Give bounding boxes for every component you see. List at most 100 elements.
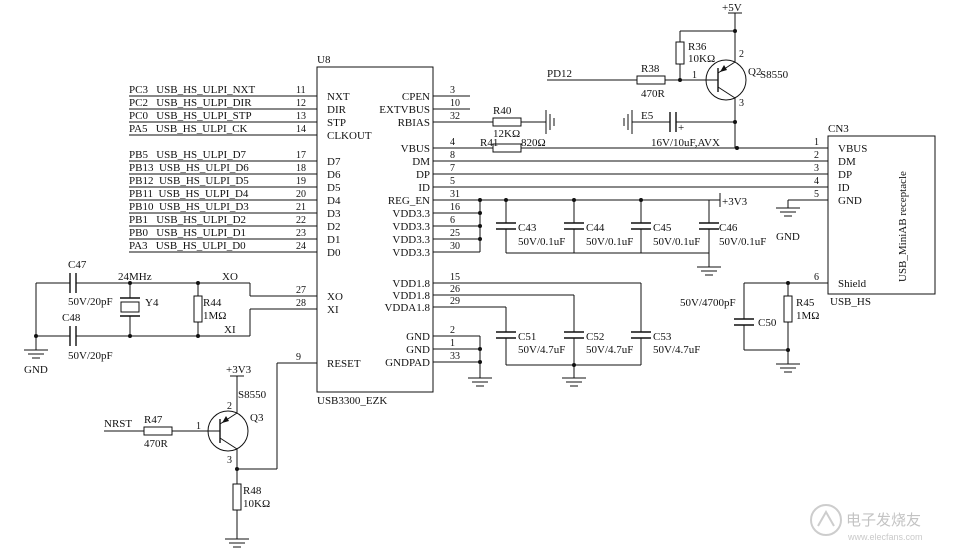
c48-value: 50V/20pF: [68, 350, 113, 362]
c44-capacitor: [564, 200, 584, 253]
r36-resistor: [675, 41, 685, 65]
pin-name: VDD3.3: [392, 234, 430, 246]
c51-ref: C51: [518, 331, 536, 343]
r44-ref: R44: [203, 297, 222, 309]
vdd33-decoupling: +3V3 50V/0.1uF 50V/0.1uF 50V/0.1uF 50V/0…: [433, 193, 766, 276]
pin-name: XO: [327, 291, 343, 303]
r45-ref: R45: [796, 297, 815, 309]
y4-freq: 24MHz: [118, 271, 152, 283]
c45-capacitor: [631, 200, 651, 253]
pin-number: 7: [450, 163, 455, 174]
r41-ref: R41: [480, 137, 498, 149]
pin-name: DP: [416, 169, 430, 181]
watermark-url: www.elecfans.com: [847, 532, 923, 542]
pin-name: DM: [412, 156, 430, 168]
pin-number: 16: [450, 202, 460, 213]
c53-value: 50V/4.7uF: [653, 344, 700, 356]
r40-value: 12KΩ: [493, 128, 520, 140]
gnd-label-crystal: GND: [24, 364, 48, 376]
rbias-network: R40 12KΩ: [433, 105, 555, 140]
pin-number: 28: [296, 298, 306, 309]
pin-number: 14: [296, 124, 306, 135]
pin-number: 8: [450, 150, 455, 161]
net-label: PB1 USB_HS_ULPI_D2: [129, 214, 246, 226]
usb-data-wires: R41 820Ω: [433, 137, 808, 188]
pin-name: VDD1.8: [392, 278, 430, 290]
pin-name: D6: [327, 169, 341, 181]
pin-name: D2: [327, 221, 340, 233]
u8-pin-30: VDD3.330: [392, 241, 460, 259]
pin-name: VDD1.8: [392, 290, 430, 302]
xi-label: XI: [224, 324, 236, 336]
pin-name: D5: [327, 182, 341, 194]
net-label: PB12 USB_HS_ULPI_D5: [129, 175, 249, 187]
u8-right-pins: CPEN3EXTVBUS10RBIAS32VBUS4DM8DP7ID5REG_E…: [379, 85, 470, 369]
cn3-ref: CN3: [828, 123, 849, 135]
pin-name: Shield: [838, 278, 867, 290]
c50-ref: C50: [758, 317, 777, 329]
pin-name: VDD3.3: [392, 208, 430, 220]
e5-plus: +: [678, 122, 684, 134]
q3-pin-e: 2: [227, 401, 232, 412]
net-label: PB5 USB_HS_ULPI_D7: [129, 149, 247, 161]
pin-number: 13: [296, 111, 306, 122]
pin-name: CPEN: [402, 91, 430, 103]
pin-name: DM: [838, 156, 856, 168]
pin-name: RESET: [327, 358, 361, 370]
pin-number: 21: [296, 202, 306, 213]
pin-name: VBUS: [838, 143, 867, 155]
r38-resistor: [636, 75, 666, 85]
pin-number: 5: [814, 189, 819, 200]
q3-transistor: [207, 410, 249, 452]
p3v3-label-a: +3V3: [722, 196, 748, 208]
y4-crystal: [120, 301, 140, 313]
q3-pin-b: 1: [196, 421, 201, 432]
pin-name: XI: [327, 304, 339, 316]
pin-name: ID: [838, 182, 850, 194]
c48-ref: C48: [62, 312, 81, 324]
pin-name: D1: [327, 234, 340, 246]
r44-resistor: [193, 295, 203, 323]
pin-name: DIR: [327, 104, 347, 116]
pin-number: 32: [450, 111, 460, 122]
net-label: PB10 USB_HS_ULPI_D3: [129, 201, 249, 213]
pin-name: D7: [327, 156, 341, 168]
c44-ref: C44: [586, 222, 605, 234]
q2-pin-c: 3: [739, 98, 744, 109]
pin-number: 18: [296, 163, 306, 174]
u8-pin-25: VDD3.325: [392, 228, 460, 246]
pin-number: 27: [296, 285, 306, 296]
pin-number: 23: [296, 228, 306, 239]
c53-ref: C53: [653, 331, 672, 343]
r45-resistor: [783, 295, 793, 323]
r40-resistor: [492, 117, 522, 127]
c47-ref: C47: [68, 259, 87, 271]
c52-value: 50V/4.7uF: [586, 344, 633, 356]
r40-ref: R40: [493, 105, 512, 117]
cn3-part: USB_HS: [830, 296, 871, 308]
c52-capacitor: [564, 331, 584, 339]
c43-capacitor: [496, 200, 516, 253]
c47-value: 50V/20pF: [68, 296, 113, 308]
c50-value: 50V/4700pF: [680, 297, 736, 309]
u8-pin-6: VDD3.36: [392, 215, 455, 233]
net-label: PC0 USB_HS_ULPI_STP: [129, 110, 252, 122]
watermark: 电子发烧友 www.elecfans.com: [810, 504, 923, 542]
u8-pin-16: VDD3.3 16: [392, 202, 460, 220]
pin-name: RBIAS: [398, 117, 430, 129]
e5-ref: E5: [641, 110, 654, 122]
p5v-label: +5V: [722, 2, 742, 14]
y4-ref: Y4: [145, 297, 159, 309]
q3-ref: Q3: [250, 412, 264, 424]
